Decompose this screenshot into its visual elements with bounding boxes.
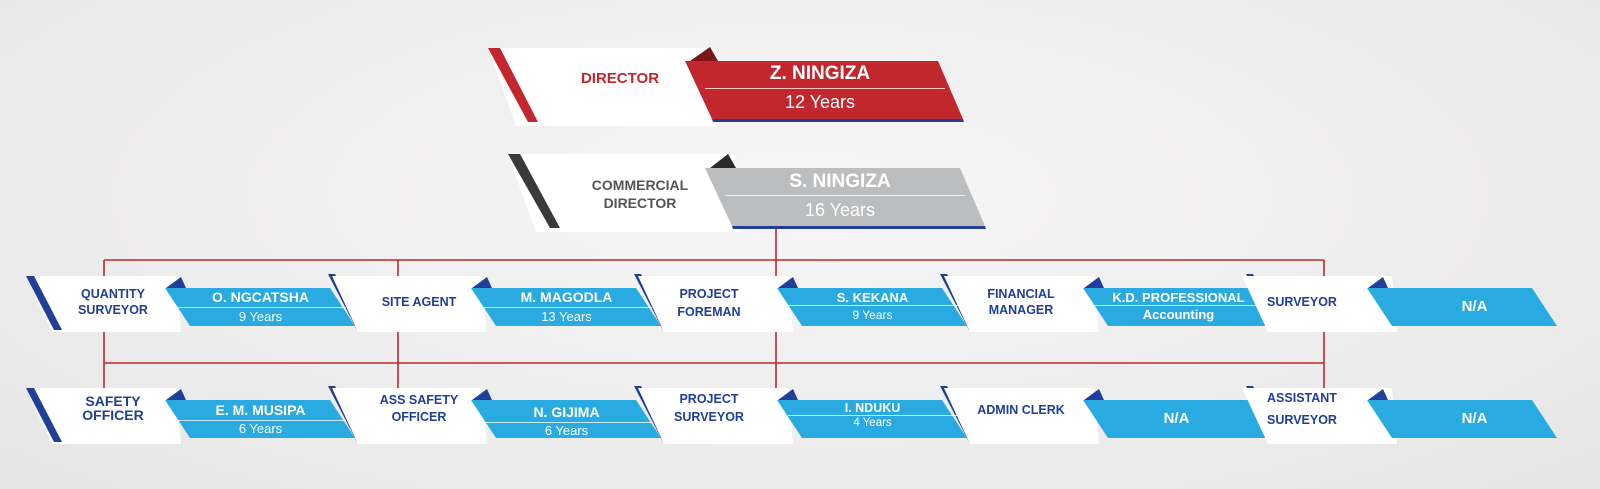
role-title-line1: SITE AGENT	[381, 295, 457, 310]
name-separator	[176, 307, 346, 308]
role-title-line2: OFFICER	[82, 407, 144, 424]
role-title-line1: SAFETY	[85, 393, 141, 410]
commercial-director-separator	[725, 195, 965, 196]
person-name: K.D. PROFESSIONAL	[1112, 289, 1245, 305]
name-separator	[1094, 305, 1264, 306]
role-title-line2: FOREMAN	[677, 305, 741, 320]
director-separator	[705, 88, 945, 89]
role-title-line2: SURVEYOR	[78, 303, 148, 318]
person-name: O. NGCATSHA	[212, 289, 309, 305]
name-separator	[482, 422, 652, 423]
person-name: N/A	[1461, 297, 1488, 315]
person-years: 9 Years	[238, 309, 283, 324]
name-separator	[788, 305, 958, 306]
person-years: 9 Years	[852, 307, 893, 322]
person-name: I. NDUKU	[844, 401, 901, 415]
person-years: 4 Years	[853, 417, 892, 429]
role-title-line1: FINANCIAL	[987, 287, 1055, 302]
role-title-line2: OFFICER	[391, 410, 447, 425]
person-years: Accounting	[1142, 307, 1215, 322]
role-title-line1: PROJECT	[679, 392, 739, 407]
role-title-line1: PROJECT	[679, 287, 739, 302]
role-title-line2: MANAGER	[988, 303, 1054, 318]
director-years: 12 Years	[784, 91, 856, 112]
director-name: Z. NINGIZA	[769, 63, 871, 84]
director-title: DIRECTOR	[580, 70, 660, 88]
commercial-director-name: S. NINGIZA	[789, 171, 891, 192]
name-separator	[482, 307, 652, 308]
role-title-line2: SURVEYOR	[1267, 413, 1337, 428]
person-years: 13 Years	[541, 309, 592, 324]
person-name: N/A	[1461, 409, 1488, 427]
commercial-director-title-line2: DIRECTOR	[603, 194, 677, 211]
role-title-line1: ASSISTANT	[1267, 391, 1337, 406]
person-years: 6 Years	[544, 423, 589, 438]
name-separator	[176, 420, 346, 421]
commercial-director-title-line1: COMMERCIAL	[591, 176, 689, 193]
person-name: N. GIJIMA	[533, 404, 600, 420]
person-name: E. M. MUSIPA	[215, 402, 306, 418]
name-separator	[788, 415, 958, 416]
role-title-line1: SURVEYOR	[1267, 295, 1337, 310]
role-title-line1: ADMIN CLERK	[977, 403, 1065, 418]
person-name: M. MAGODLA	[520, 289, 613, 305]
role-title-line1: QUANTITY	[81, 287, 145, 302]
person-name: S. KEKANA	[836, 289, 909, 305]
commercial-director-years: 16 Years	[804, 199, 876, 220]
person-years: 6 Years	[238, 421, 283, 436]
person-name: N/A	[1163, 409, 1190, 427]
role-title-line2: SURVEYOR	[674, 410, 744, 425]
role-title-line1: ASS SAFETY	[379, 393, 459, 408]
